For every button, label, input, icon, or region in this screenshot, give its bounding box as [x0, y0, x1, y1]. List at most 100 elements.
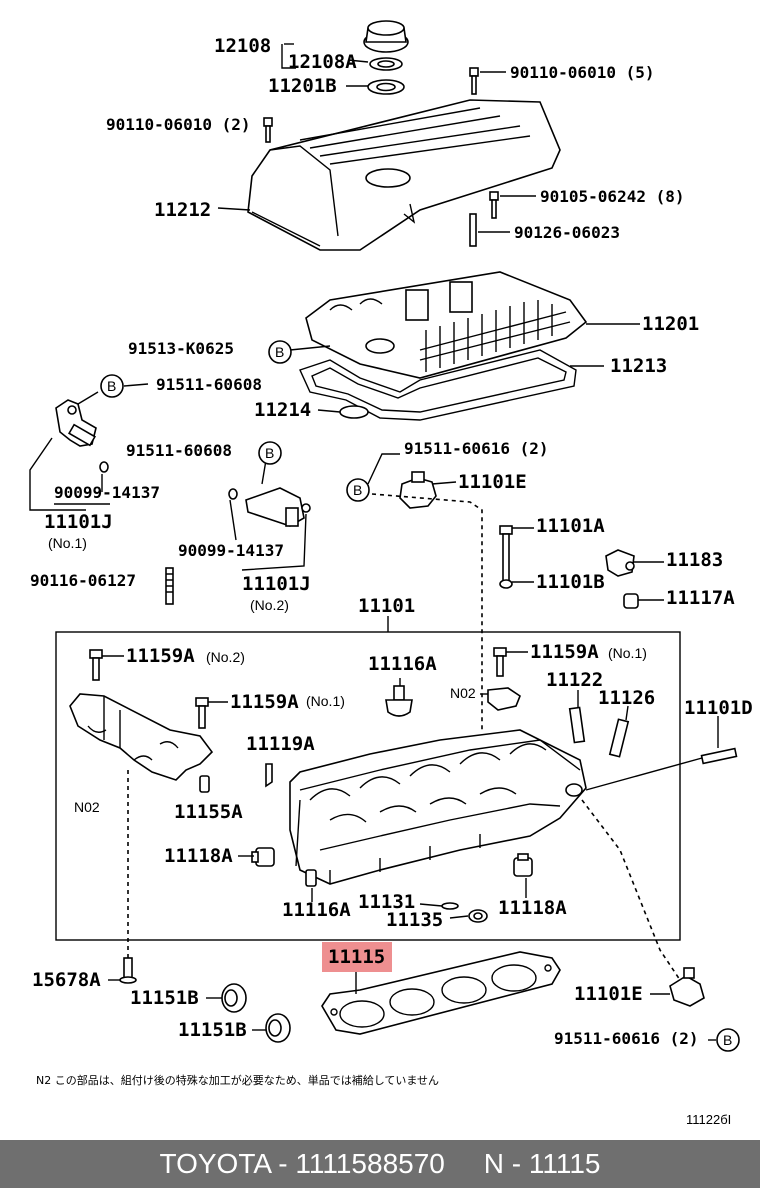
cam-housing-11201 [305, 271, 588, 379]
label-90099-a: 90099-14137 [54, 483, 160, 502]
label-11101e-top: 11101E [458, 471, 527, 493]
bolt-11159a-no1-left [195, 697, 209, 729]
highlight-11115 [322, 942, 392, 972]
label-11135: 11135 [386, 909, 443, 931]
label-90105: 90105-06242 (8) [540, 187, 685, 206]
exploded-parts-diagram: 12108 12108A 11201B 90110-06010 (5) 9011… [29, 20, 753, 1052]
label-91511-60608-b: 91511-60608 [126, 441, 232, 460]
gasket-11214 [339, 405, 369, 419]
label-11117a: 11117A [666, 587, 735, 609]
pin-11155a [199, 775, 210, 793]
label-n02-right: N02 [450, 685, 476, 701]
label-91513: 91513-K0625 [128, 339, 234, 358]
label-11101a: 11101A [536, 515, 605, 537]
label-11159a-no1-right: 11159A [530, 641, 599, 663]
label-11151b-b: 11151B [178, 1019, 247, 1041]
bolt-11159a-no1-right [493, 647, 507, 677]
stud-11101d [700, 747, 738, 765]
label-11201b: 11201B [268, 75, 337, 97]
label-11159a-no1-right-sub: (No.1) [608, 645, 647, 661]
cap-gasket [369, 57, 403, 71]
pin-11126 [608, 718, 630, 758]
label-11159a-no1-left-sub: (No.1) [306, 693, 345, 709]
label-11213: 11213 [610, 355, 667, 377]
label-11201: 11201 [642, 313, 699, 335]
label-15678a: 15678A [32, 969, 101, 991]
oil-seal-11201b [367, 79, 405, 95]
sensor-11183 [605, 549, 635, 577]
label-11116a-top: 11116A [368, 653, 437, 675]
bolt-90105 [489, 191, 499, 219]
label-90110-5: 90110-06010 (5) [510, 63, 655, 82]
label-11101j-no1-sub: (No.1) [48, 535, 87, 551]
label-11159a-no2: 11159A [126, 645, 195, 667]
label-11101d: 11101D [684, 697, 753, 719]
part-number-footer: TOYOTA - 1111588570 N - 11115 [0, 1140, 760, 1188]
label-11101j-no2-sub: (No.2) [250, 597, 289, 613]
label-11131: 11131 [358, 891, 415, 913]
plug-11118a-left [251, 847, 275, 867]
callout-b-letter: B [723, 1032, 732, 1048]
ocv-11101j-no1 [55, 399, 97, 447]
label-90126: 90126-06023 [514, 223, 620, 242]
callout-b-letter: B [353, 482, 362, 498]
label-90110-2: 90110-06010 (2) [106, 115, 251, 134]
label-11212: 11212 [154, 199, 211, 221]
label-11115-highlighted: 11115 [328, 946, 385, 968]
label-11118a-left: 11118A [164, 845, 233, 867]
bolt-11159a-no2 [89, 649, 103, 681]
label-11101: 11101 [358, 595, 415, 617]
valve-cover-11212 [247, 99, 561, 251]
bolt-90110-2 [263, 117, 273, 143]
part-11131 [441, 902, 459, 910]
label-11155a: 11155A [174, 801, 243, 823]
bolt-15678a [119, 957, 137, 984]
label-11101e-bottom: 11101E [574, 983, 643, 1005]
bolt-90110-5 [469, 67, 479, 95]
label-n02-left: N02 [74, 799, 100, 815]
cylinder-head-11101 [289, 729, 587, 885]
callout-b-letter: B [265, 445, 274, 461]
oil-seal-11151b-b [265, 1013, 291, 1043]
callout-b-letter: B [275, 344, 284, 360]
oil-filler-cap [363, 20, 409, 53]
footnote-n02: N2 この部品は、組付け後の特殊な加工が必要なため、単品では補給していません [36, 1074, 440, 1087]
label-11151b-a: 11151B [130, 987, 199, 1009]
plug-11116a-bottom [305, 869, 317, 887]
label-90116: 90116-06127 [30, 571, 136, 590]
label-11159a-no2-sub: (No.2) [206, 649, 245, 665]
label-11119a: 11119A [246, 733, 315, 755]
pin-11122 [568, 706, 586, 744]
plug-11116a-top [385, 685, 413, 717]
n02-part-right [487, 687, 521, 711]
label-91511-60608-a: 91511-60608 [156, 375, 262, 394]
sensor-11101e-top [399, 471, 437, 509]
label-11122: 11122 [546, 669, 603, 691]
footer-text: TOYOTA - 1111588570 N - 11115 [159, 1148, 601, 1179]
bolt-11101a [499, 525, 513, 583]
label-91511-60616-bottom: 91511-60616 (2) [554, 1029, 699, 1048]
stud-90126 [469, 213, 477, 247]
plug-11118a-right [513, 853, 533, 877]
plug-11117a [623, 593, 639, 609]
label-12108: 12108 [214, 35, 271, 57]
label-11183: 11183 [666, 549, 723, 571]
sensor-11101e-bottom [669, 967, 705, 1007]
label-11126: 11126 [598, 687, 655, 709]
label-11116a-bottom: 11116A [282, 899, 351, 921]
label-11118a-right: 11118A [498, 897, 567, 919]
ocv-11101j-no2 [228, 487, 311, 527]
oil-seal-11151b-a [221, 983, 247, 1013]
washer-11101b [499, 579, 513, 589]
cam-bearing-cap [69, 693, 214, 781]
stud-90116 [165, 567, 174, 605]
label-11159a-no1-left: 11159A [230, 691, 299, 713]
label-11101j-no2: 11101J [242, 573, 311, 595]
label-90099-b: 90099-14137 [178, 541, 284, 560]
pin-11119a [265, 763, 273, 788]
head-gasket-11115 [321, 951, 561, 1035]
gasket-11213 [299, 349, 577, 421]
part-11135 [468, 909, 488, 923]
label-91511-60616-top: 91511-60616 (2) [404, 439, 549, 458]
